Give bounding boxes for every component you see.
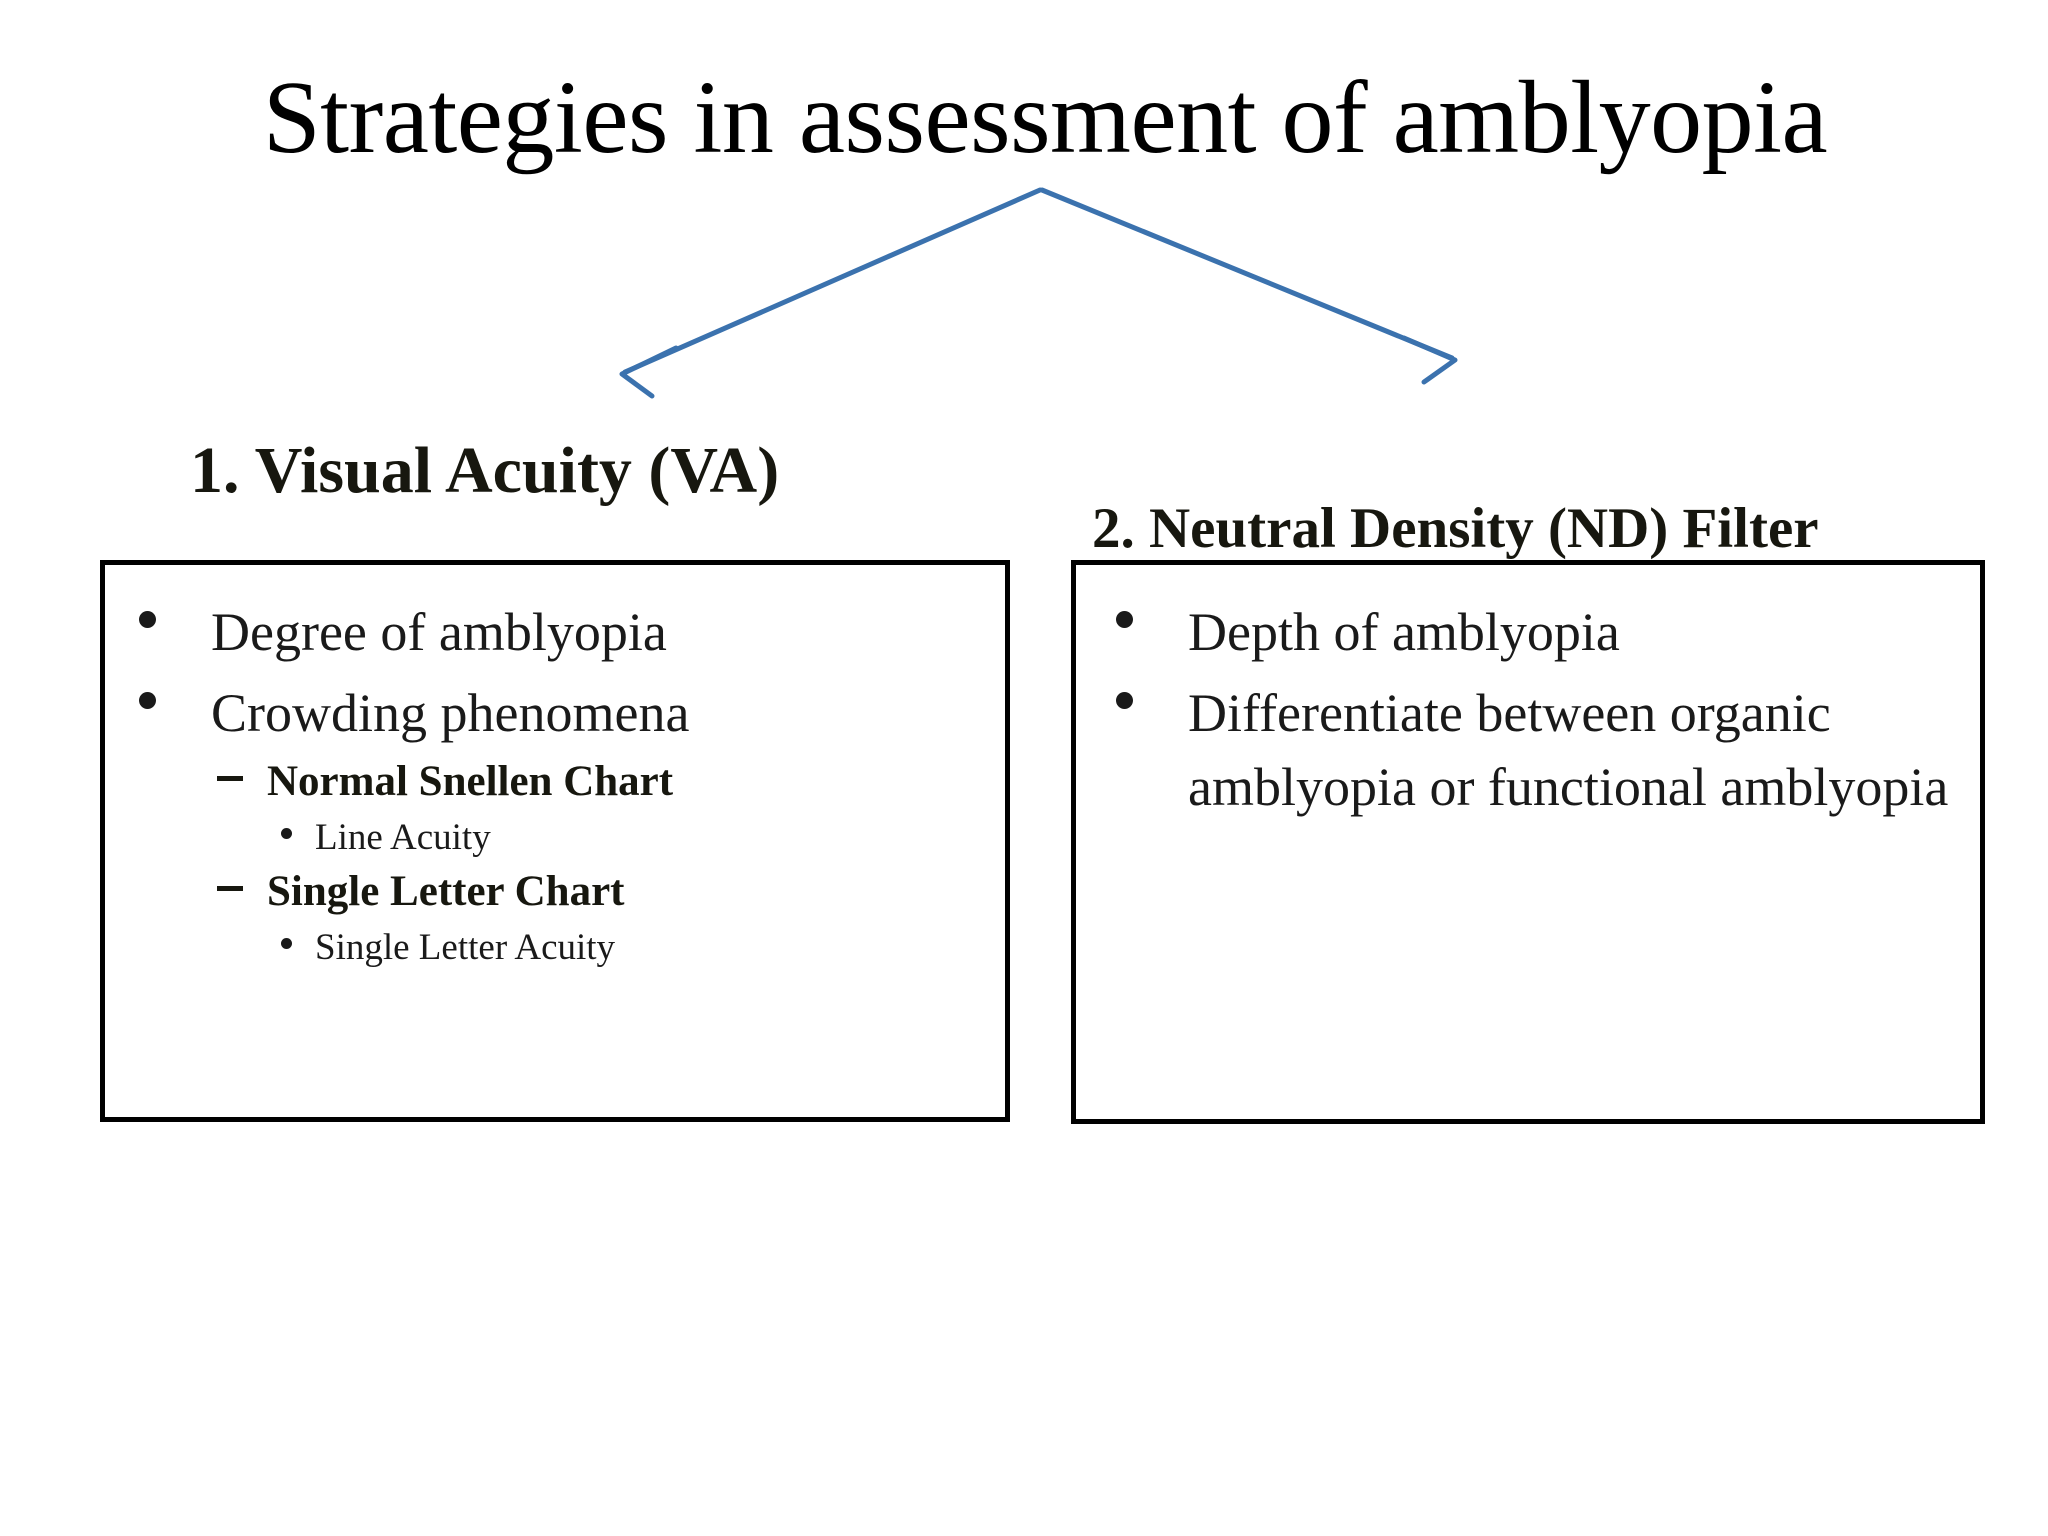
sub-bullet-list: Normal Snellen Chart Line Acuity Single … <box>211 754 1005 973</box>
bullet-text: Differentiate between organic amblyopia … <box>1188 682 1949 818</box>
sub-bullet-text: Single Letter Chart <box>267 868 625 916</box>
content-box-neutral-density-filter: Depth of amblyopia Differentiate between… <box>1071 560 1985 1124</box>
dash-bullet-icon <box>217 885 243 891</box>
page-title: Strategies in assessment of amblyopia <box>262 60 1828 175</box>
bullet-dot-icon <box>281 937 292 949</box>
list-item: Depth of amblyopia <box>1104 595 1980 670</box>
bullet-dot-icon <box>281 827 292 839</box>
bullet-text: Degree of amblyopia <box>211 602 667 662</box>
list-item: Single Letter Chart <box>211 864 1005 921</box>
bullet-text: Crowding phenomena <box>211 682 690 743</box>
bullet-list-visual-acuity: Degree of amblyopia Crowding phenomena N… <box>105 565 1005 973</box>
list-item: Line Acuity <box>271 813 1005 863</box>
list-item: Degree of amblyopia <box>127 595 1005 670</box>
bullet-dot-icon <box>139 691 156 709</box>
bullet-dot-icon <box>1116 611 1133 629</box>
sub-bullet-text: Normal Snellen Chart <box>267 758 674 806</box>
bullet-dot-icon <box>1116 691 1133 709</box>
list-item: Crowding phenomena Normal Snellen Chart … <box>127 676 1005 973</box>
list-item: Differentiate between organic amblyopia … <box>1104 676 1980 825</box>
list-item: Single Letter Acuity <box>271 923 1005 973</box>
arrow-left <box>619 187 1043 399</box>
column-heading-neutral-density-filter: 2. Neutral Density (ND) Filter <box>1092 497 1819 560</box>
bullet-dot-icon <box>139 611 156 629</box>
dash-bullet-icon <box>217 775 243 781</box>
bullet-list-neutral-density-filter: Depth of amblyopia Differentiate between… <box>1076 565 1980 825</box>
sub-sub-bullet-list: Line Acuity <box>211 813 1005 863</box>
arrow-right <box>1039 187 1458 385</box>
bullet-text: Depth of amblyopia <box>1188 602 1620 662</box>
sub-sub-bullet-text: Line Acuity <box>315 816 491 858</box>
list-item: Normal Snellen Chart <box>211 754 1005 811</box>
sub-sub-bullet-text: Single Letter Acuity <box>315 927 616 969</box>
column-heading-visual-acuity: 1. Visual Acuity (VA) <box>190 434 780 507</box>
sub-sub-bullet-list: Single Letter Acuity <box>211 923 1005 973</box>
content-box-visual-acuity: Degree of amblyopia Crowding phenomena N… <box>100 560 1010 1122</box>
